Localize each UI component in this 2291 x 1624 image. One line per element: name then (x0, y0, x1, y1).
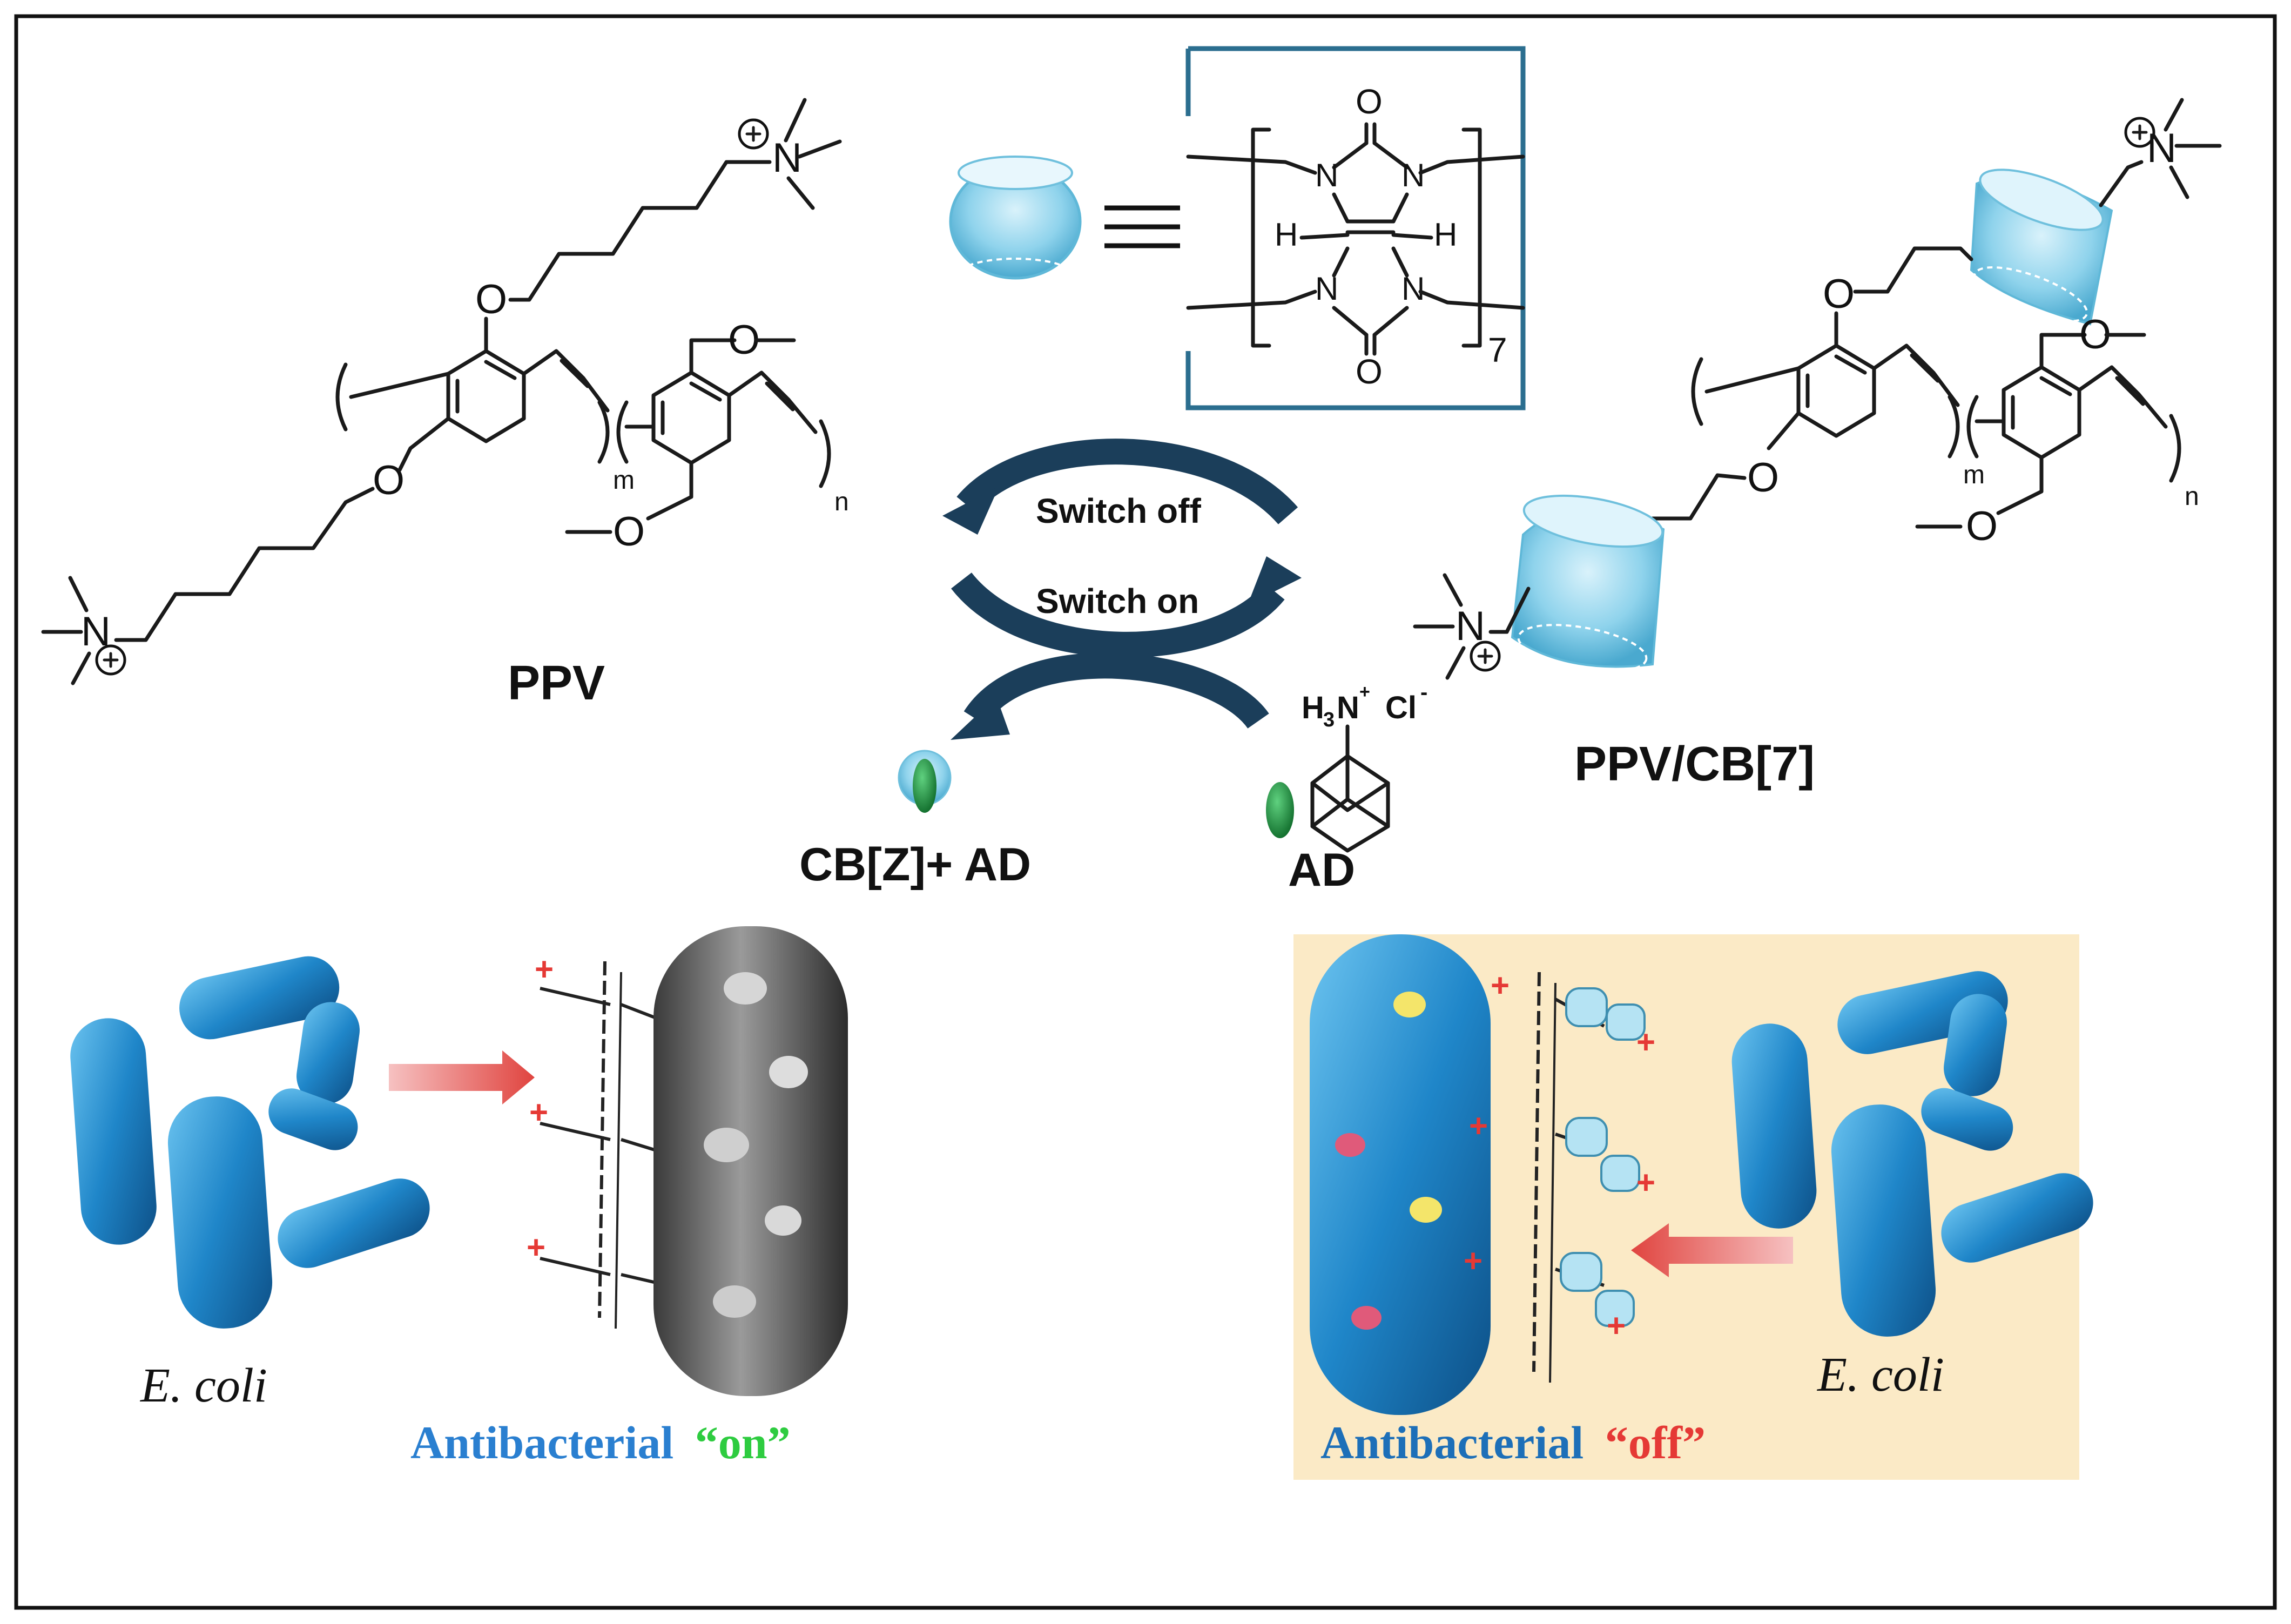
ppv-cb7-label: PPV/CB[7] (1574, 737, 1815, 791)
equivalence-icon (1104, 205, 1180, 248)
ether-o-right-top: O (1823, 271, 1855, 317)
chloride-minus: - (1420, 680, 1427, 704)
cb7-cartoon (949, 156, 1082, 288)
positive-charge-icon (95, 644, 126, 676)
h3n-n: N (1337, 690, 1359, 725)
subscript-m: m (613, 466, 635, 495)
bacteria-group-left (70, 956, 430, 1329)
positive-charge-icon (2124, 117, 2155, 148)
cb7-n2: N (1401, 157, 1425, 193)
ammonium-n-top: N (772, 135, 802, 181)
arrow-head-right-icon (1248, 556, 1302, 605)
svg-text:+: + (1636, 1164, 1655, 1201)
red-arrow-right-icon (389, 1050, 535, 1104)
cb7-o-bottom: O (1356, 352, 1383, 391)
arrow-head-left-icon (942, 486, 999, 535)
ammonium-n-right-top: N (2147, 125, 2177, 171)
svg-text:+: + (529, 1094, 548, 1130)
ppv-label: PPV (508, 656, 605, 710)
chloride-cl: Cl (1385, 690, 1417, 725)
svg-text:+: + (527, 1229, 545, 1265)
ammonium-n-right-bottom: N (1456, 603, 1485, 649)
ecoli-right-label: E. coli (1816, 1348, 1944, 1401)
ether-o-top: O (475, 277, 507, 322)
subscript-m-right: m (1963, 461, 1985, 489)
cb7-barrel-top-icon (1970, 169, 2113, 326)
cb7-repeat-7: 7 (1488, 331, 1507, 369)
antibacterial-on-label: Antibacterial “on” (410, 1417, 791, 1468)
svg-text:+: + (1607, 1308, 1626, 1344)
antibacterial-word-right: Antibacterial (1320, 1417, 1584, 1468)
subscript-n: n (834, 488, 849, 516)
h3n-sub3: 3 (1323, 709, 1335, 731)
ether-o-right-bottom: O (1747, 455, 1779, 501)
methoxy-o-right-bottom: O (1966, 503, 1998, 549)
h3n-plus: + (1359, 682, 1370, 702)
bacteria-group-right (1731, 971, 2093, 1337)
cb7-caps-right (1560, 987, 1646, 1327)
ad-label: AD (1288, 844, 1355, 896)
cb7-h-left: H (1275, 217, 1298, 253)
methoxy-o-bottom: O (613, 509, 645, 555)
svg-text:+: + (1464, 1243, 1483, 1279)
antibacterial-word-left: Antibacterial (410, 1417, 673, 1468)
cb-ad-complex-icon (898, 750, 952, 813)
ppv-structure: N O O m O O n N (41, 98, 849, 685)
off-state: “off” (1605, 1417, 1706, 1468)
svg-text:+: + (535, 951, 554, 987)
ad-icon (1266, 782, 1294, 838)
on-state: “on” (695, 1417, 791, 1468)
positive-charge-icon (738, 118, 769, 150)
cb7-n1: N (1315, 157, 1338, 193)
h3n-h: H (1302, 690, 1324, 725)
cb7-o-top: O (1356, 82, 1383, 121)
cb7-h-right: H (1434, 217, 1457, 253)
cbz-ad-label: CB[Z]+ AD (799, 839, 1031, 891)
cb7-barrel-bottom-icon (1511, 494, 1665, 672)
big-bacterium-right (1310, 934, 1491, 1415)
cb7-n4: N (1401, 271, 1425, 307)
red-arrow-left-icon (1631, 1223, 1793, 1277)
cb7-structure: 7 O N N H H N N O (1185, 46, 1526, 410)
positive-charge-icon (1470, 641, 1501, 672)
adamantane-structure: H 3 N + Cl - (1302, 680, 1427, 853)
subscript-n-right: n (2185, 482, 2199, 511)
svg-text:+: + (1469, 1108, 1488, 1144)
arrow-head-down-left-icon (951, 697, 1010, 740)
dead-bacterium (653, 926, 848, 1396)
svg-text:+: + (1491, 967, 1510, 1003)
svg-text:+: + (1636, 1024, 1655, 1060)
switch-off-label: Switch off (1036, 491, 1201, 530)
ppv-cb7-structure: N O m O O n O N (1413, 98, 2222, 680)
cb7-n3: N (1315, 271, 1338, 307)
switch-on-label: Switch on (1036, 582, 1199, 621)
positive-charges-right: + + + + + + (1464, 967, 1655, 1344)
ecoli-left-label: E. coli (139, 1359, 267, 1412)
switch-arrows (942, 439, 1302, 740)
ether-o-left: O (373, 457, 405, 503)
antibacterial-off-label: Antibacterial “off” (1320, 1417, 1706, 1468)
